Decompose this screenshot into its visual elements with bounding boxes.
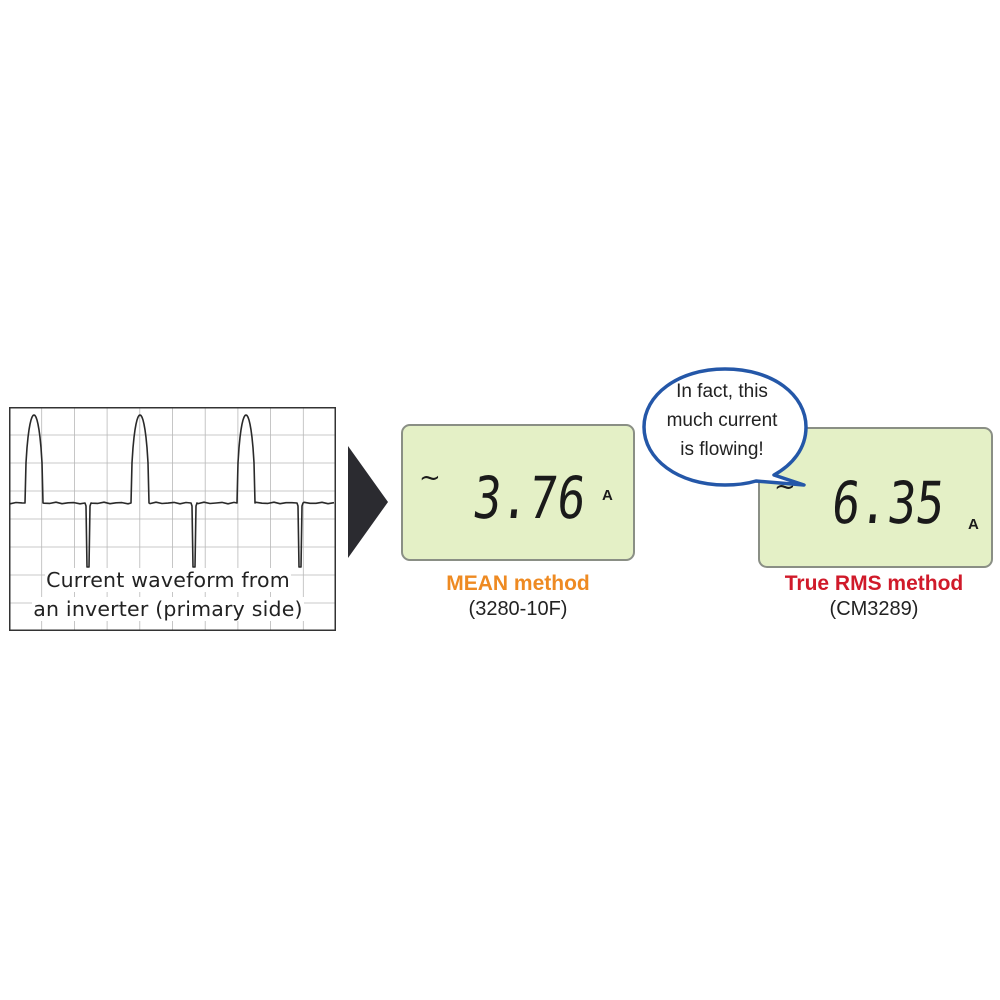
mean-method-label: MEAN method [446,572,590,595]
waveform-caption-line1: Current waveform from [45,568,291,592]
callout-line2: much current [666,410,778,431]
scope-grid [10,408,335,630]
callout-line3: is flowing! [680,439,764,460]
speech-bubble [642,367,808,487]
mean-meter-model: (3280-10F) [468,598,568,620]
rms-method-label: True RMS method [784,572,964,595]
waveform-scope [9,407,336,631]
unit-amps: A [602,487,613,504]
callout-line1: In fact, this [676,381,768,402]
ac-symbol: ~ [419,463,441,493]
unit-amps: A [968,516,979,533]
current-waveform-trace [9,414,335,568]
mean-reading: 3.76 [470,464,589,532]
rms-meter-model: (CM3289) [829,598,919,620]
rms-reading: 6.35 [829,469,948,537]
waveform-caption-line2: an inverter (primary side) [32,597,304,621]
arrow-right-icon [348,446,388,558]
mean-meter-display: ~ 3.76 A [401,424,635,561]
